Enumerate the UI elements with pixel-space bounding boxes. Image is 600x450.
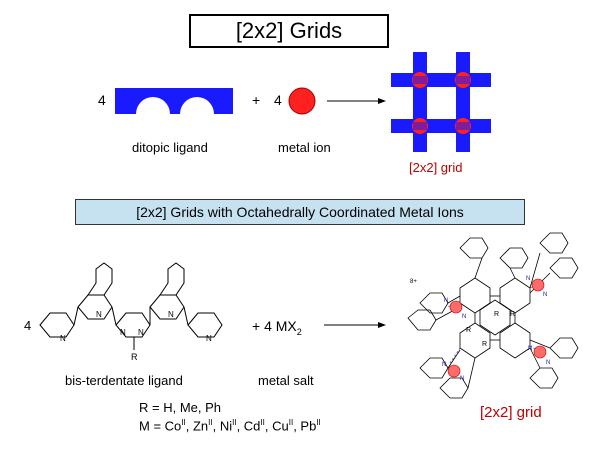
separator: , xyxy=(264,418,273,434)
grid-r-label-1: R xyxy=(494,311,499,318)
bis-terdentate-ligand-label: bis-terdentate ligand xyxy=(65,373,183,388)
separator: , xyxy=(212,418,220,434)
svg-text:N: N xyxy=(442,362,446,368)
svg-text:N: N xyxy=(444,298,448,304)
salt-formula: + 4 MX2 xyxy=(252,318,302,337)
plus-sign: + xyxy=(252,92,261,108)
separator: , xyxy=(185,418,193,434)
svg-text:N: N xyxy=(206,334,212,343)
oxidation-state: II xyxy=(181,418,186,427)
page-title: [2x2] Grids xyxy=(189,14,389,48)
ligand-substituent-r: R xyxy=(131,352,138,362)
bis-terdentate-ligand-structure: N N N N N N R xyxy=(39,262,223,362)
svg-text:N: N xyxy=(168,310,174,319)
oxidation-state: II xyxy=(208,418,213,427)
metal-symbol: Cu xyxy=(272,418,289,434)
reaction-arrow-head xyxy=(378,98,386,104)
metal-symbol: Ni xyxy=(219,418,233,434)
oxidation-state: II xyxy=(288,418,294,427)
metal-symbol: Zn xyxy=(192,418,209,434)
grid-label-bottom: [2x2] grid xyxy=(480,404,542,421)
grid-r-label-3: R xyxy=(482,341,487,348)
grid-label-top: [2x2] grid xyxy=(409,160,463,175)
separator: , xyxy=(293,418,301,434)
metal-ion-label: metal ion xyxy=(278,140,331,155)
metal-salt-label: metal salt xyxy=(258,373,314,388)
grid-complex-structure: N N N N N N N N R R R R 8+ xyxy=(407,232,579,399)
svg-text:N: N xyxy=(526,276,530,282)
svg-text:N: N xyxy=(528,346,532,352)
svg-text:N: N xyxy=(60,334,66,343)
svg-text:N: N xyxy=(120,328,126,337)
ligand-count: 4 xyxy=(98,92,106,108)
svg-text:N: N xyxy=(462,314,466,320)
r-definition: R = H, Me, Ph xyxy=(139,400,221,415)
svg-text:N: N xyxy=(546,360,550,366)
metal-symbol: Pb xyxy=(300,418,317,434)
oxidation-state: II xyxy=(316,418,321,427)
grid-r-label-2: R xyxy=(510,311,515,318)
m-definition-prefix: M = xyxy=(139,418,165,434)
ligand-count-bottom: 4 xyxy=(24,318,32,333)
ditopic-ligand-shape xyxy=(115,88,233,114)
salt-formula-text: + 4 MX xyxy=(252,318,297,334)
salt-formula-subscript: 2 xyxy=(296,326,302,337)
section-subtitle: [2x2] Grids with Octahedrally Coordinate… xyxy=(75,199,525,225)
ion-count: 4 xyxy=(274,92,282,108)
metal-ion-shape xyxy=(288,87,316,115)
ditopic-ligand-label: ditopic ligand xyxy=(132,140,208,155)
separator: , xyxy=(236,418,244,434)
oxidation-state: II xyxy=(232,418,237,427)
top-scheme xyxy=(115,52,491,152)
svg-text:N: N xyxy=(138,328,144,337)
reaction-arrow-bottom xyxy=(324,322,386,328)
svg-text:N: N xyxy=(96,310,102,319)
grid-r-label-4: R xyxy=(466,327,471,334)
grid-charge-label: 8+ xyxy=(410,279,417,285)
svg-text:N: N xyxy=(460,376,464,382)
svg-text:N: N xyxy=(543,292,547,298)
grid-2x2-shape xyxy=(391,52,491,152)
metal-symbol: Co xyxy=(164,418,182,434)
oxidation-state: II xyxy=(260,418,265,427)
m-definition: M = CoII, ZnII, NiII, CdII, CuII, PbII xyxy=(139,418,321,433)
metal-symbol: Cd xyxy=(243,418,261,434)
